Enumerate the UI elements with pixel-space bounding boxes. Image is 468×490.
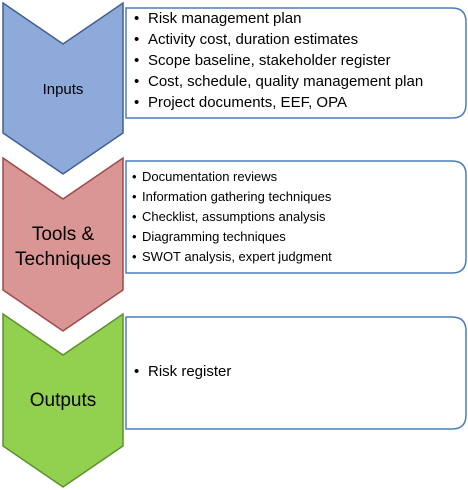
- list-item: •Activity cost, duration estimates: [134, 31, 359, 48]
- inputs-label: Inputs: [42, 81, 84, 98]
- list-item: •Checklist, assumptions analysis: [132, 209, 326, 224]
- list-item: •SWOT analysis, expert judgment: [132, 249, 332, 264]
- tools-item-list: •Documentation reviews •Information gath…: [132, 167, 457, 267]
- tools-items-box: [125, 160, 467, 274]
- inputs-item-list: •Risk management plan •Activity cost, du…: [134, 8, 459, 113]
- tools-techniques-label: Tools & Techniques: [14, 224, 112, 270]
- outputs-item-list: •Risk register: [134, 361, 459, 382]
- inputs-items-box: [125, 7, 467, 119]
- outputs-chevron: [2, 312, 124, 488]
- list-item: •Project documents, EEF, OPA: [134, 94, 347, 111]
- list-item: •Information gathering techniques: [132, 189, 332, 204]
- tools-chevron: [2, 156, 124, 332]
- list-item: •Risk management plan: [134, 10, 302, 27]
- inputs-chevron: [2, 1, 124, 175]
- list-item: •Diagramming techniques: [132, 229, 286, 244]
- list-item: •Scope baseline, stakeholder register: [134, 52, 391, 69]
- list-item: •Cost, schedule, quality management plan: [134, 73, 424, 90]
- outputs-items-box: [125, 316, 467, 430]
- list-item: •Risk register: [134, 363, 232, 380]
- list-item: •Documentation reviews: [132, 169, 278, 184]
- outputs-label: Outputs: [29, 390, 97, 411]
